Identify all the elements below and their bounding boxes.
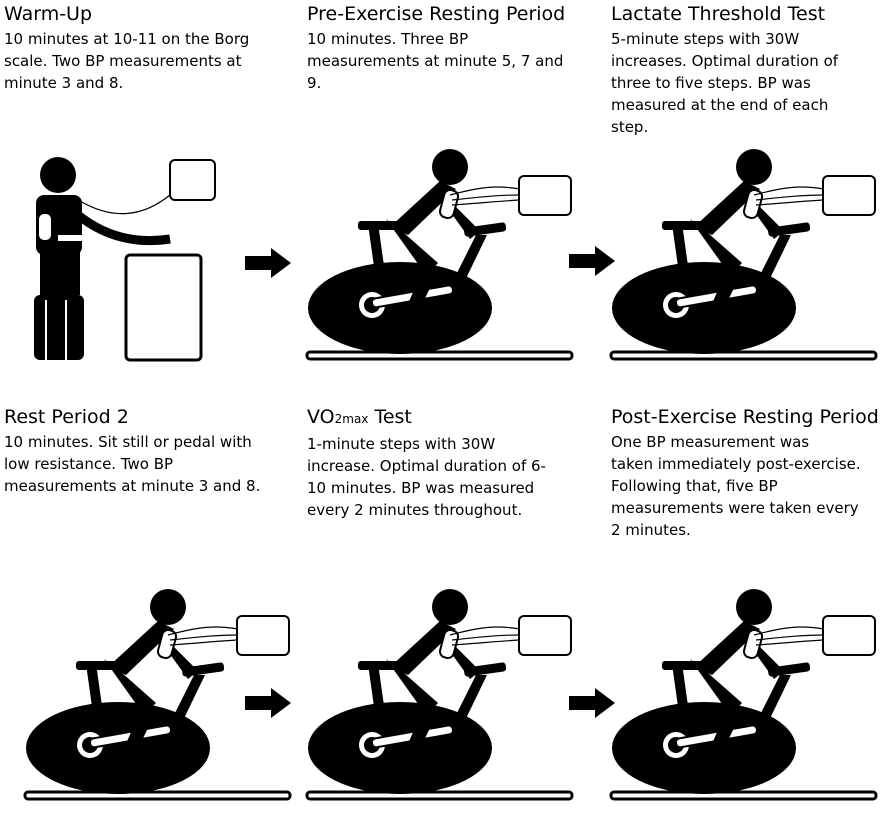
panel-description: 5-minute steps with 30W increases. Optim… — [611, 28, 838, 138]
description-line: One BP measurement was — [611, 433, 810, 451]
description-line: every 2 minutes throughout. — [307, 501, 523, 519]
title-main: VO — [307, 406, 335, 428]
description-line: 9. — [307, 74, 322, 92]
panel-description: 10 minutes at 10-11 on the Borg scale. T… — [4, 28, 249, 94]
description-line: low resistance. Two BP — [4, 455, 174, 473]
description-line: Following that, five BP — [611, 477, 778, 495]
panel-title: Rest Period 2 — [4, 406, 129, 428]
description-line: 10 minutes. BP was measured — [307, 479, 535, 497]
panel-post-exercise-resting: Post-Exercise Resting Period One BP meas… — [611, 405, 879, 541]
description-line: taken immediately post-exercise. — [611, 455, 861, 473]
description-line: measurements were taken every — [611, 499, 859, 517]
panel-vo2max-test: VO2max Test 1-minute steps with 30W incr… — [307, 405, 546, 521]
description-line: increases. Optimal duration of — [611, 52, 839, 70]
arrow-right-icon — [569, 246, 615, 276]
description-line: 2 minutes. — [611, 521, 691, 539]
panel-description: One BP measurement was taken immediately… — [611, 431, 879, 541]
description-line: increase. Optimal duration of 6- — [307, 457, 546, 475]
panel-title: VO2max Test — [307, 405, 546, 431]
panel-title: Lactate Threshold Test — [611, 3, 826, 25]
description-line: scale. Two BP measurements at — [4, 52, 242, 70]
panel-title: Post-Exercise Resting Period — [611, 406, 879, 428]
panel-rest-period-2: Rest Period 2 10 minutes. Sit still or p… — [4, 405, 260, 497]
description-line: 10 minutes. Sit still or pedal with — [4, 433, 252, 451]
panel-description: 10 minutes. Three BP measurements at min… — [307, 28, 565, 94]
cyclist-icon — [305, 587, 574, 801]
description-line: measurements at minute 5, 7 and — [307, 52, 564, 70]
panel-lactate-threshold: Lactate Threshold Test 5-minute steps wi… — [611, 2, 838, 138]
seated-person-icon — [34, 157, 216, 362]
cyclist-icon — [305, 147, 574, 361]
panel-title: Warm-Up — [4, 3, 93, 25]
description-line: 5-minute steps with 30W — [611, 30, 800, 48]
cyclist-icon — [609, 147, 878, 361]
panel-warm-up: Warm-Up 10 minutes at 10-11 on the Borg … — [4, 2, 249, 94]
description-line: measured at the end of each — [611, 96, 829, 114]
description-line: three to five steps. BP was — [611, 74, 811, 92]
arrow-right-icon — [245, 248, 291, 278]
description-line: 10 minutes at 10-11 on the Borg — [4, 30, 250, 48]
cyclist-icon — [609, 587, 878, 801]
arrow-right-icon — [569, 688, 615, 718]
panel-description: 10 minutes. Sit still or pedal with low … — [4, 431, 260, 497]
description-line: minute 3 and 8. — [4, 74, 124, 92]
panel-title: Pre-Exercise Resting Period — [307, 3, 566, 25]
description-line: measurements at minute 3 and 8. — [4, 477, 261, 495]
arrow-right-icon — [245, 688, 291, 718]
title-rest: Test — [368, 406, 412, 428]
description-line: step. — [611, 118, 649, 136]
description-line: 10 minutes. Three BP — [307, 30, 469, 48]
title-subscript: 2max — [334, 412, 369, 426]
panel-description: 1-minute steps with 30W increase. Optima… — [307, 433, 546, 521]
panel-pre-exercise-resting: Pre-Exercise Resting Period 10 minutes. … — [307, 2, 565, 94]
description-line: 1-minute steps with 30W — [307, 435, 496, 453]
